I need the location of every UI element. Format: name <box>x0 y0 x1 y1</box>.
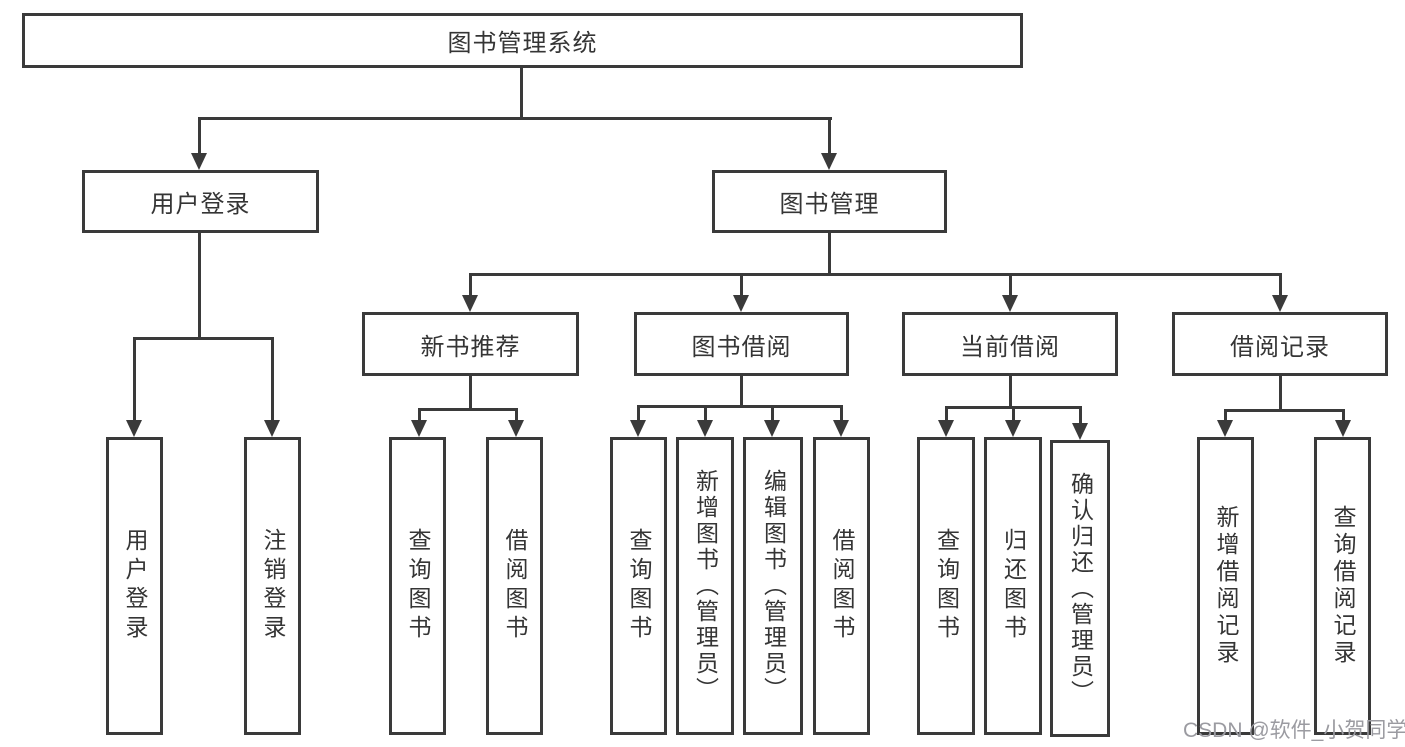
arrow-down-icon <box>764 420 780 437</box>
node-label: 当前借阅 <box>960 333 1060 361</box>
connector-line <box>1279 376 1282 412</box>
node-label: 新书推荐 <box>420 333 521 361</box>
arrow-down-icon <box>630 420 646 437</box>
arrow-down-icon <box>191 153 207 170</box>
connector-line <box>740 273 743 297</box>
leaf-add-book-admin: 新增图书（管理员） <box>676 437 734 735</box>
connector-line <box>1009 273 1012 297</box>
arrow-down-icon <box>1217 420 1233 437</box>
node-book-borrowing: 图书借阅 <box>634 312 849 376</box>
node-new-book-recommendation: 新书推荐 <box>362 312 579 376</box>
connector-line <box>418 408 421 422</box>
connector-line <box>828 233 831 276</box>
node-label: 查询图书 <box>626 528 652 644</box>
connector-line <box>520 68 523 120</box>
leaf-edit-book-admin: 编辑图书（管理员） <box>743 437 803 735</box>
connector-line <box>1342 409 1345 422</box>
leaf-user-login: 用户登录 <box>106 437 163 735</box>
connector-line <box>637 405 640 422</box>
node-label: 图书管理 <box>779 191 880 218</box>
connector-line <box>1224 409 1227 422</box>
connector-line <box>1079 406 1082 425</box>
node-borrowing-records: 借阅记录 <box>1172 312 1388 376</box>
connector-line <box>1224 409 1344 412</box>
arrow-down-icon <box>1335 420 1351 437</box>
connector-line <box>1012 406 1015 422</box>
node-label: 借阅图书 <box>829 528 855 644</box>
arrow-down-icon <box>1002 295 1018 312</box>
node-label: 图书借阅 <box>691 333 792 361</box>
leaf-confirm-return-admin: 确认归还（管理员） <box>1050 440 1110 737</box>
node-label: 用户登录 <box>122 528 148 644</box>
connector-line <box>133 337 274 340</box>
arrow-down-icon <box>821 153 837 170</box>
node-label: 用户登录 <box>150 191 251 218</box>
connector-line <box>771 405 774 422</box>
leaf-return-book: 归还图书 <box>984 437 1042 735</box>
node-label: 查询图书 <box>405 528 431 644</box>
node-label: 借阅图书 <box>502 528 528 644</box>
connector-line <box>637 405 843 408</box>
arrow-down-icon <box>833 420 849 437</box>
node-label: 确认归还（管理员） <box>1067 471 1094 706</box>
node-label: 新增图书（管理员） <box>692 469 719 703</box>
connector-line <box>704 405 707 422</box>
connector-line <box>469 273 472 297</box>
connector-line <box>198 233 201 340</box>
arrow-down-icon <box>1005 420 1021 437</box>
arrow-down-icon <box>938 420 954 437</box>
arrow-down-icon <box>264 420 280 437</box>
node-label: 编辑图书（管理员） <box>760 469 787 703</box>
node-user-login-branch: 用户登录 <box>82 170 319 233</box>
node-label: 图书管理系统 <box>447 30 598 57</box>
connector-line <box>418 408 518 411</box>
connector-line <box>840 405 843 422</box>
connector-line <box>198 117 832 120</box>
connector-line <box>469 376 472 411</box>
arrow-down-icon <box>1072 423 1088 440</box>
leaf-query-books-current: 查询图书 <box>917 437 975 735</box>
node-library-management-system: 图书管理系统 <box>22 13 1023 68</box>
leaf-query-borrow-record: 查询借阅记录 <box>1314 437 1371 735</box>
node-label: 借阅记录 <box>1230 333 1330 361</box>
arrow-down-icon <box>508 420 524 437</box>
connector-line <box>469 273 1282 276</box>
arrow-down-icon <box>733 295 749 312</box>
connector-line <box>515 408 518 422</box>
node-label: 查询图书 <box>933 528 960 644</box>
connector-line <box>945 406 948 422</box>
node-label: 注销登录 <box>260 528 286 644</box>
arrow-down-icon <box>697 420 713 437</box>
connector-line <box>740 376 743 408</box>
connector-line <box>1009 376 1012 409</box>
node-book-management-branch: 图书管理 <box>712 170 947 233</box>
arrow-down-icon <box>126 420 142 437</box>
connector-line <box>271 337 274 421</box>
connector-line <box>1279 273 1282 297</box>
leaf-borrow-books-borrowing: 借阅图书 <box>813 437 870 735</box>
watermark: CSDN @软件_小贺同学 <box>1183 719 1405 742</box>
node-label: 归还图书 <box>1000 528 1027 644</box>
connector-line <box>133 337 136 421</box>
node-current-borrowing: 当前借阅 <box>902 312 1118 376</box>
leaf-add-borrow-record: 新增借阅记录 <box>1197 437 1254 735</box>
node-label: 新增借阅记录 <box>1213 505 1239 667</box>
arrow-down-icon <box>411 420 427 437</box>
leaf-query-books-recommend: 查询图书 <box>389 437 446 735</box>
connector-line <box>198 117 201 155</box>
node-label: 查询借阅记录 <box>1330 505 1356 667</box>
leaf-logout: 注销登录 <box>244 437 301 735</box>
leaf-borrow-books-recommend: 借阅图书 <box>486 437 543 735</box>
connector-line <box>828 117 831 155</box>
arrow-down-icon <box>1272 295 1288 312</box>
leaf-query-books-borrowing: 查询图书 <box>610 437 667 735</box>
arrow-down-icon <box>462 295 478 312</box>
